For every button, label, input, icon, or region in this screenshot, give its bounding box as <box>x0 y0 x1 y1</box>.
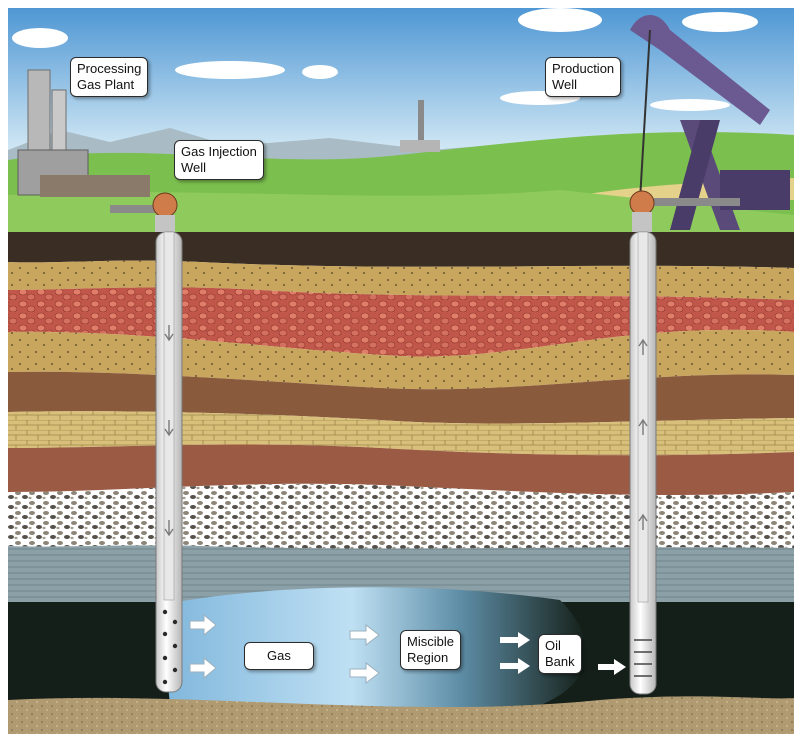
red-rock-layer <box>8 287 794 357</box>
label-line: Gas Injection <box>181 144 257 159</box>
label-line: Processing <box>77 61 142 76</box>
label-oil-bank: Oil Bank <box>538 634 582 674</box>
gravel-layer <box>8 483 794 549</box>
label-line: Well <box>552 77 578 92</box>
label-gas-injection-well: Gas Injection Well <box>174 140 264 180</box>
label-gas: Gas <box>244 642 314 670</box>
reddish-brown-layer <box>8 444 794 495</box>
label-miscible-region: Miscible Region <box>400 630 461 670</box>
label-line: Gas <box>267 648 291 663</box>
distant-rig <box>400 100 440 152</box>
production-wellhead <box>629 190 740 232</box>
injection-well-pipe <box>155 231 183 693</box>
brown-layer <box>8 371 794 424</box>
label-line: Bank <box>545 654 575 669</box>
arrow-right-icon <box>189 613 217 637</box>
label-production-well: Production Well <box>545 57 622 97</box>
topsoil-layer <box>8 232 794 268</box>
clouds <box>12 8 758 111</box>
gray-layer <box>8 545 794 602</box>
arrow-right-icon <box>500 658 530 674</box>
label-line: Miscible <box>407 634 454 649</box>
base-sand <box>8 696 794 734</box>
arrow-right-icon <box>189 656 217 680</box>
foreground-grass <box>8 190 794 232</box>
production-well-pipe <box>629 231 657 695</box>
arrow-right-icon <box>500 632 530 648</box>
arrow-right-icon <box>349 623 380 647</box>
brick-layer <box>8 411 794 456</box>
label-line: Well <box>181 160 207 175</box>
arrow-right-icon <box>598 659 626 675</box>
label-line: Production <box>552 61 615 76</box>
gas-zone <box>160 587 587 720</box>
flow-arrows <box>189 613 626 685</box>
injection-wellhead <box>110 192 178 233</box>
yellow-brick-layer <box>8 329 794 390</box>
processing-plant <box>17 69 150 197</box>
label-processing-gas-plant: Processing Gas Plant <box>70 57 149 97</box>
label-line: Region <box>407 650 449 665</box>
arrow-right-icon <box>349 661 380 685</box>
label-line: Oil <box>545 638 561 653</box>
label-line: Gas Plant <box>77 77 135 92</box>
tan-layer <box>8 260 794 300</box>
